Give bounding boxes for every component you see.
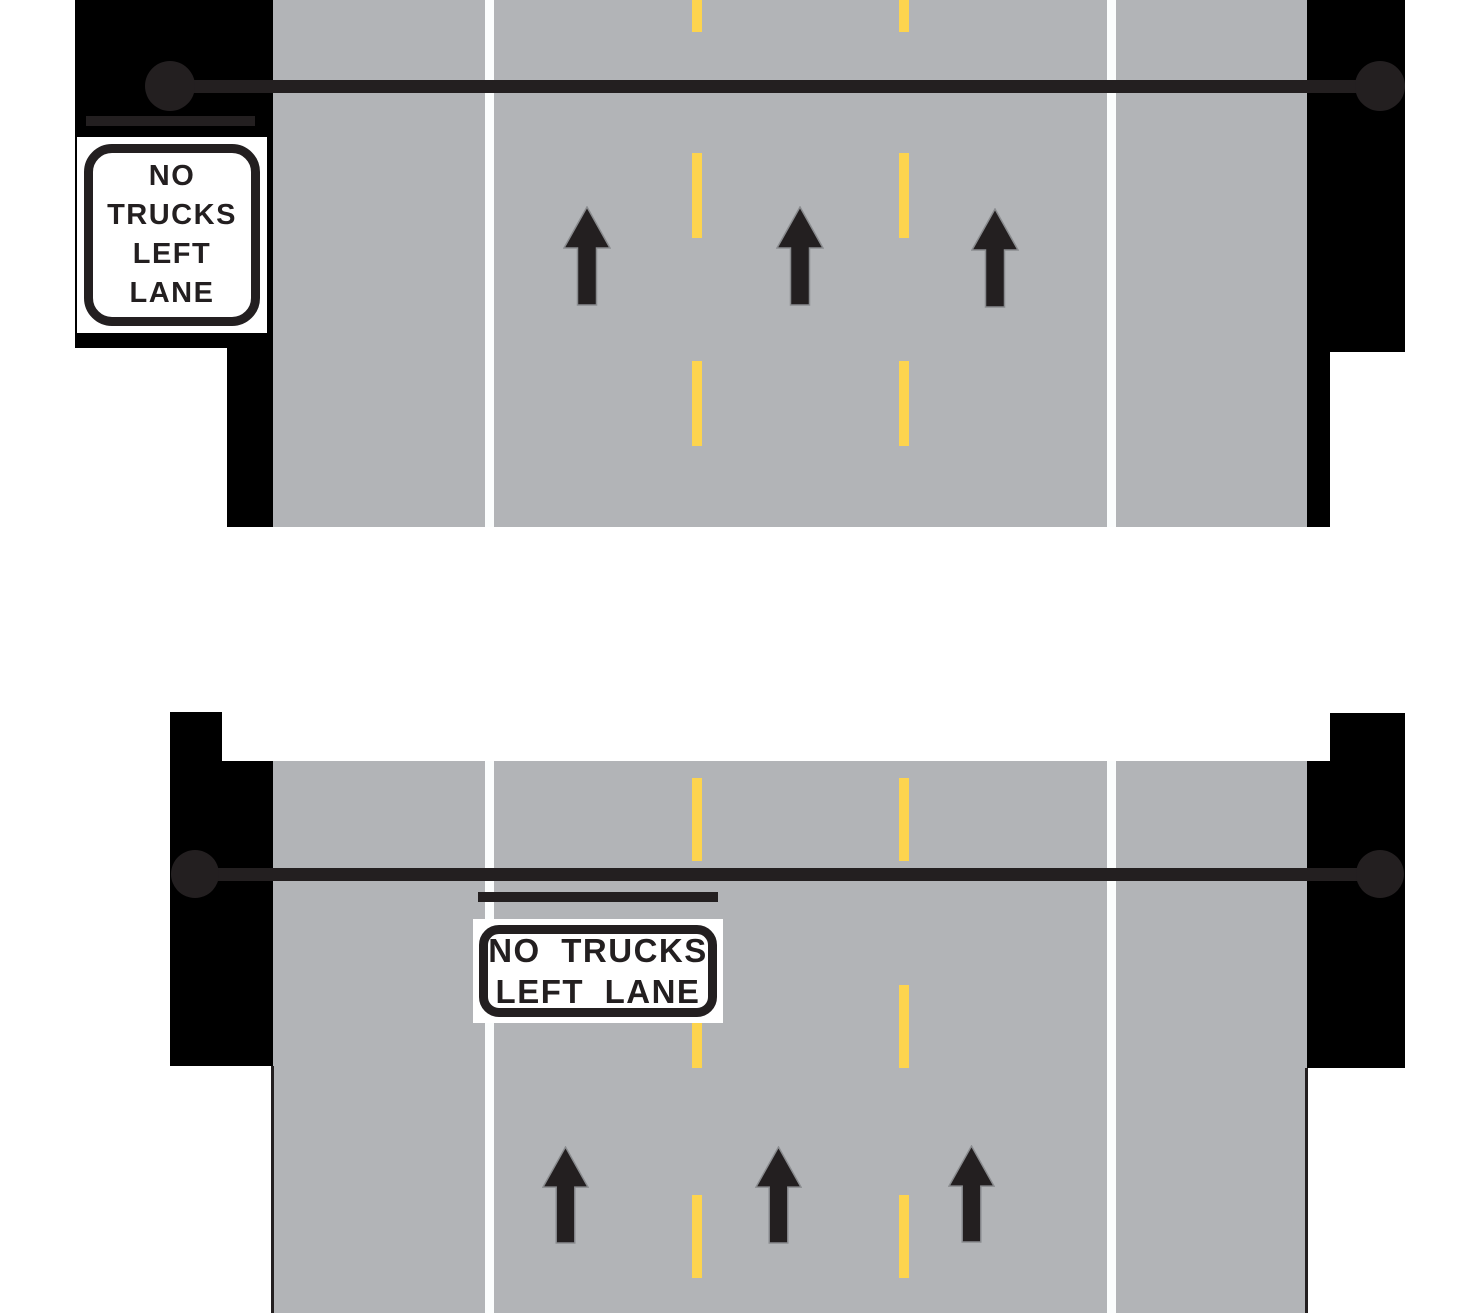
- lane-arrow-marking: [776, 206, 824, 306]
- sign-text-line: NO TRUCKS: [488, 932, 708, 969]
- up-arrow-icon: [948, 1145, 995, 1243]
- right-shoulder-strip: [1330, 713, 1405, 761]
- span-wire-end-right: [1356, 850, 1404, 898]
- up-arrow-icon: [971, 208, 1019, 308]
- yellow-dash: [692, 1195, 702, 1278]
- yellow-dash: [899, 0, 909, 32]
- yellow-dash: [692, 153, 702, 238]
- yellow-dash: [899, 985, 909, 1068]
- road-edge-outline-left: [271, 1066, 274, 1313]
- sign-support-bar: [86, 116, 255, 126]
- lane-arrow-marking: [971, 208, 1019, 308]
- sign-face: NO TRUCKS LEFT LANE: [84, 144, 260, 326]
- yellow-dash: [692, 985, 702, 1068]
- up-arrow-icon: [755, 1146, 802, 1244]
- yellow-dash: [899, 153, 909, 238]
- left-shoulder-block: [170, 761, 273, 1066]
- road-edge-outline-right: [1305, 1068, 1308, 1313]
- yellow-dash: [692, 778, 702, 861]
- sign-support-bar: [478, 892, 718, 902]
- lane-arrow-marking: [948, 1145, 995, 1243]
- yellow-dash: [899, 1195, 909, 1278]
- lane-line-white-left: [485, 761, 494, 1313]
- sign-text-line: NO: [148, 160, 196, 192]
- no-trucks-left-lane-sign: NO TRUCKS LEFT LANE: [77, 137, 267, 333]
- yellow-dash: [899, 778, 909, 861]
- up-arrow-icon: [542, 1146, 589, 1244]
- left-shoulder-strip: [227, 348, 273, 527]
- span-wire-end-left: [145, 61, 195, 111]
- up-arrow-icon: [776, 206, 824, 306]
- lane-arrow-marking: [542, 1146, 589, 1244]
- no-trucks-left-lane-sign: NO TRUCKS LEFT LANE: [473, 919, 723, 1023]
- up-arrow-icon: [563, 206, 611, 306]
- right-shoulder-strip: [1307, 352, 1330, 527]
- sign-text-line: LEFT: [132, 238, 212, 270]
- right-shoulder-block: [1307, 0, 1405, 352]
- sign-text-line: LEFT LANE: [495, 973, 701, 1010]
- roadway-surface: [273, 761, 1307, 1313]
- left-shoulder-strip: [170, 712, 222, 761]
- sign-face: NO TRUCKS LEFT LANE: [479, 925, 717, 1017]
- lane-line-white-right: [1107, 0, 1116, 527]
- top-roadway-diagram: NO TRUCKS LEFT LANE: [0, 0, 1483, 560]
- sign-text-line: TRUCKS: [107, 199, 237, 231]
- yellow-dash: [692, 361, 702, 446]
- right-shoulder-block: [1307, 761, 1405, 1068]
- sign-text-line: LANE: [129, 277, 215, 309]
- lane-line-white-left: [485, 0, 494, 527]
- lane-line-white-right: [1107, 761, 1116, 1313]
- lane-arrow-marking: [755, 1146, 802, 1244]
- lane-arrow-marking: [563, 206, 611, 306]
- span-wire-end-right: [1355, 61, 1405, 111]
- span-wire-end-left: [171, 850, 219, 898]
- yellow-dash: [692, 0, 702, 32]
- yellow-dash: [899, 361, 909, 446]
- span-wire: [170, 80, 1380, 93]
- span-wire: [195, 868, 1380, 881]
